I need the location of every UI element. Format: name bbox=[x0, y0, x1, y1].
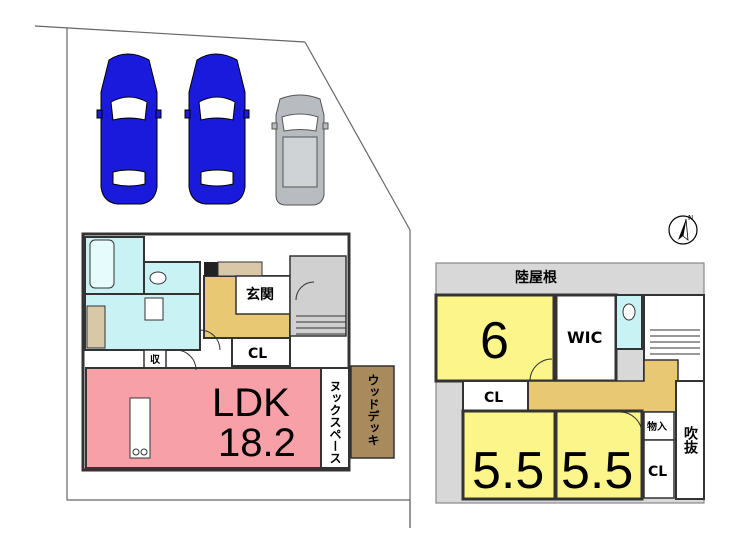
north-arrow-icon: N bbox=[668, 214, 698, 245]
site-boundary bbox=[34, 25, 411, 528]
closet-upper-1-label: CL bbox=[484, 390, 503, 406]
storage-label: 収 bbox=[150, 354, 161, 366]
nook-space bbox=[320, 367, 350, 469]
bedroom-2 bbox=[461, 409, 557, 501]
deck-label: ウッドデッキ bbox=[366, 374, 380, 446]
closet-upper-1 bbox=[462, 380, 529, 412]
closet-upper-2-label: CL bbox=[648, 464, 667, 480]
bedroom-1 bbox=[434, 293, 556, 383]
nook-label: ヌックスペース bbox=[328, 380, 342, 464]
ldk-size: 18.2 bbox=[218, 421, 296, 465]
svg-text:N: N bbox=[688, 214, 693, 222]
bedroom-2-size: 5.5 bbox=[472, 442, 544, 500]
closet-upper-2 bbox=[643, 439, 675, 499]
wic-label: WIC bbox=[567, 328, 602, 347]
wood-deck bbox=[350, 365, 395, 459]
toilet-upper bbox=[615, 294, 643, 350]
bedroom-3-size: 5.5 bbox=[561, 442, 633, 500]
ground-floor: 収 玄関 CL LDK 18.2 ヌックスペース bbox=[81, 232, 395, 472]
storage-upper bbox=[643, 411, 675, 441]
car-icon bbox=[271, 94, 329, 206]
ldk-label: LDK bbox=[212, 381, 290, 425]
closet-label: CL bbox=[248, 346, 267, 362]
bedroom-1-size: 6 bbox=[480, 312, 509, 370]
roof-label: 陸屋根 bbox=[515, 269, 558, 286]
bedroom-3 bbox=[554, 409, 644, 501]
closet bbox=[231, 337, 291, 367]
ldk-room bbox=[85, 367, 322, 469]
entrance-label: 玄関 bbox=[246, 286, 274, 303]
car-icon bbox=[184, 53, 250, 205]
upper-floor: 陸屋根 6 WIC CL 5.5 5.5 物入 bbox=[434, 262, 705, 504]
atrium-void bbox=[675, 380, 705, 500]
void-label: 吹抜 bbox=[682, 425, 698, 455]
stairs bbox=[289, 255, 347, 337]
car-icon bbox=[96, 53, 162, 205]
storage-upper-label: 物入 bbox=[647, 420, 667, 433]
